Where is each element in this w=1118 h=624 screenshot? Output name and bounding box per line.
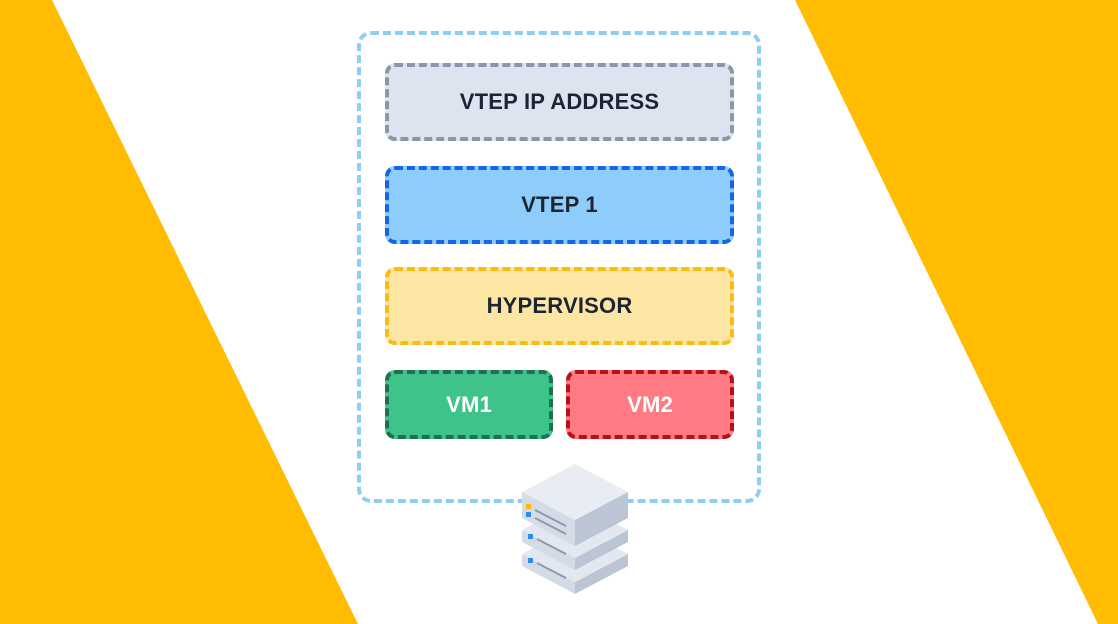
- vtep-ip-address-label: VTEP IP ADDRESS: [459, 89, 660, 114]
- right-yellow-stripe: [795, 0, 1118, 624]
- vm2-label: VM2: [627, 391, 673, 417]
- vtep1-label: VTEP 1: [521, 192, 598, 217]
- vtep1-layer: VTEP 1: [385, 166, 734, 244]
- left-yellow-stripe: [0, 0, 358, 624]
- vm1-box: VM1: [385, 370, 553, 439]
- vtep-ip-address-layer: VTEP IP ADDRESS: [385, 63, 734, 141]
- vm2-box: VM2: [566, 370, 734, 439]
- hypervisor-label: HYPERVISOR: [486, 293, 633, 318]
- server-stack-icon: [522, 464, 628, 594]
- server-unit-top: [522, 464, 628, 546]
- hypervisor-layer: HYPERVISOR: [385, 267, 734, 345]
- vm1-label: VM1: [446, 391, 492, 417]
